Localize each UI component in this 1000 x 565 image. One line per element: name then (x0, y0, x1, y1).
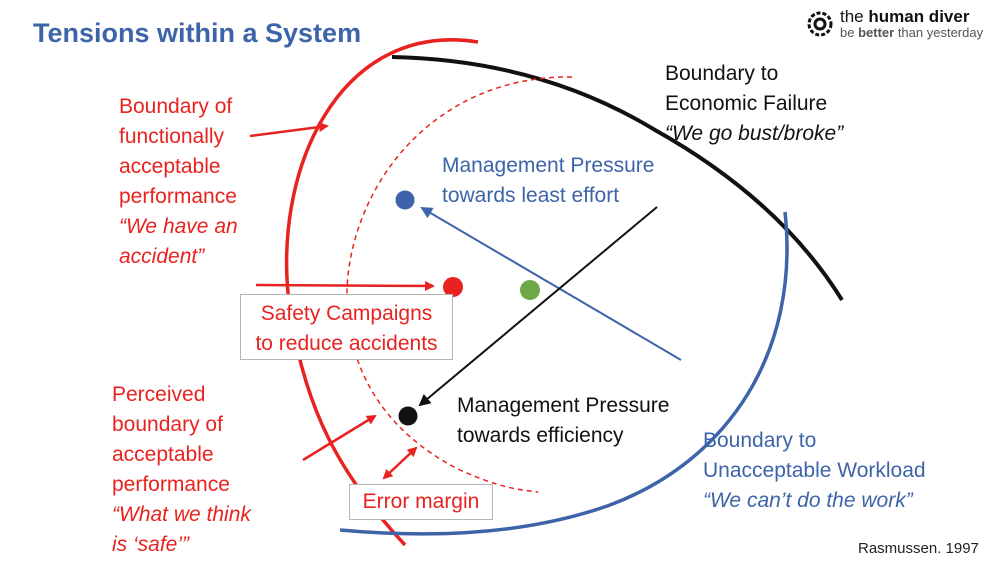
safety-campaign-arrow (255, 280, 435, 291)
logo-wordmark: the human diver (840, 7, 970, 26)
citation: Rasmussen. 1997 (858, 540, 979, 557)
functional-boundary-arrow (249, 122, 329, 138)
efficiency-label: Management Pressure towards efficiency (457, 394, 670, 447)
efficiency-arrow (418, 206, 658, 407)
black-dot (398, 406, 418, 426)
functional-boundary (285, 38, 479, 547)
perceived-boundary-label: Perceived boundary of acceptable perform… (112, 383, 251, 556)
economic-boundary-label: Boundary to Economic Failure “We go bust… (665, 62, 844, 145)
blue-dot (395, 190, 415, 210)
functional-boundary-label: Boundary of functionally acceptable perf… (119, 95, 238, 268)
logo-tagline: be better than yesterday (840, 25, 984, 40)
green-dot (520, 280, 540, 300)
logo: the human diver be better than yesterday (806, 7, 996, 43)
perceived-boundary-arrow (302, 414, 377, 462)
safety-campaigns-box: Safety Campaigns to reduce accidents (240, 294, 453, 360)
page-title: Tensions within a System (33, 18, 362, 48)
least-effort-arrow (420, 206, 682, 361)
workload-boundary (339, 211, 789, 536)
economic-failure-boundary (391, 55, 844, 302)
error-margin-arrow (382, 446, 418, 480)
red-dot (443, 277, 463, 297)
error-margin-box: Error margin (349, 484, 493, 520)
diver-helmet-icon (807, 11, 833, 37)
least-effort-label: Management Pressure towards least effort (442, 154, 655, 207)
workload-boundary-label: Boundary to Unacceptable Workload “We ca… (703, 429, 926, 512)
